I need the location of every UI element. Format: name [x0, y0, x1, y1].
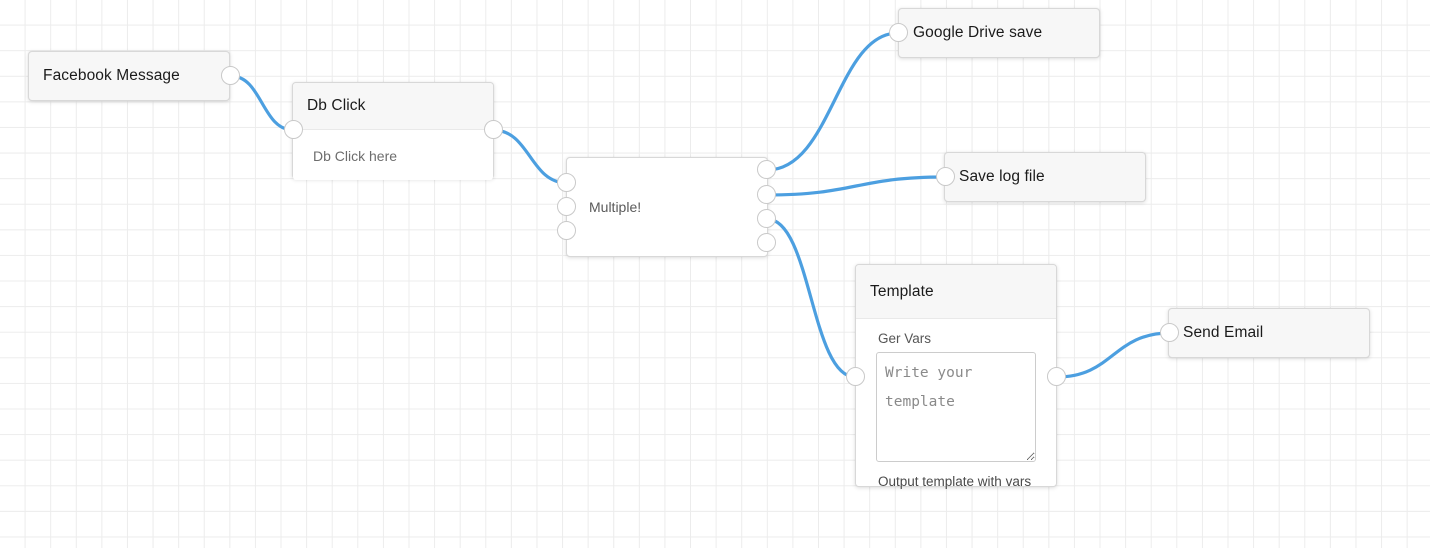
port-in-multiple-2[interactable] [557, 197, 576, 216]
node-header-db-click: Db Click [293, 83, 493, 130]
node-facebook-message[interactable]: Facebook Message [28, 51, 230, 101]
template-field-label: Ger Vars [878, 331, 932, 346]
port-in-template[interactable] [846, 367, 865, 386]
port-out-template[interactable] [1047, 367, 1066, 386]
node-title-save-log-file: Save log file [959, 168, 1045, 185]
node-title-send-email: Send Email [1183, 324, 1264, 341]
edge-multiple-to-savelog [765, 175, 947, 197]
port-out-multiple-1[interactable] [757, 160, 776, 179]
node-title-facebook-message: Facebook Message [43, 67, 180, 84]
node-multiple[interactable]: Multiple! [566, 157, 768, 257]
node-send-email[interactable]: Send Email [1168, 308, 1370, 358]
node-title-template: Template [870, 282, 934, 300]
node-body-template: Ger Vars Output template with vars [856, 319, 1056, 489]
node-template[interactable]: Template Ger Vars Output template with v… [855, 264, 1057, 489]
node-google-drive-save[interactable]: Google Drive save [898, 8, 1100, 58]
node-body-db-click: Db Click here [293, 130, 493, 180]
node-title-google-drive-save: Google Drive save [913, 24, 1043, 41]
db-click-body-text: Db Click here [313, 148, 398, 164]
edge-template-to-sendemail [1055, 331, 1172, 379]
port-in-db-click[interactable] [284, 120, 303, 139]
node-header-template: Template [856, 265, 1056, 319]
port-out-multiple-4[interactable] [757, 233, 776, 252]
port-in-google-drive-save[interactable] [889, 23, 908, 42]
edge-multiple-to-googledrive [765, 31, 900, 172]
port-in-save-log-file[interactable] [936, 167, 955, 186]
port-out-multiple-2[interactable] [757, 185, 776, 204]
node-title-multiple: Multiple! [589, 199, 642, 215]
port-out-multiple-3[interactable] [757, 209, 776, 228]
port-in-send-email[interactable] [1160, 323, 1179, 342]
node-save-log-file[interactable]: Save log file [944, 152, 1146, 202]
port-out-facebook-message[interactable] [221, 66, 240, 85]
node-db-click[interactable]: Db Click Db Click here [292, 82, 494, 180]
port-out-db-click[interactable] [484, 120, 503, 139]
template-textarea[interactable] [876, 352, 1036, 462]
edge-facebook-to-dbclick [229, 74, 295, 132]
port-in-multiple-3[interactable] [557, 221, 576, 240]
template-footer-text: Output template with vars [878, 474, 1032, 489]
node-title-db-click: Db Click [307, 97, 366, 114]
port-in-multiple-1[interactable] [557, 173, 576, 192]
edge-dbclick-to-multiple [491, 128, 569, 185]
edge-multiple-to-template [765, 217, 857, 379]
